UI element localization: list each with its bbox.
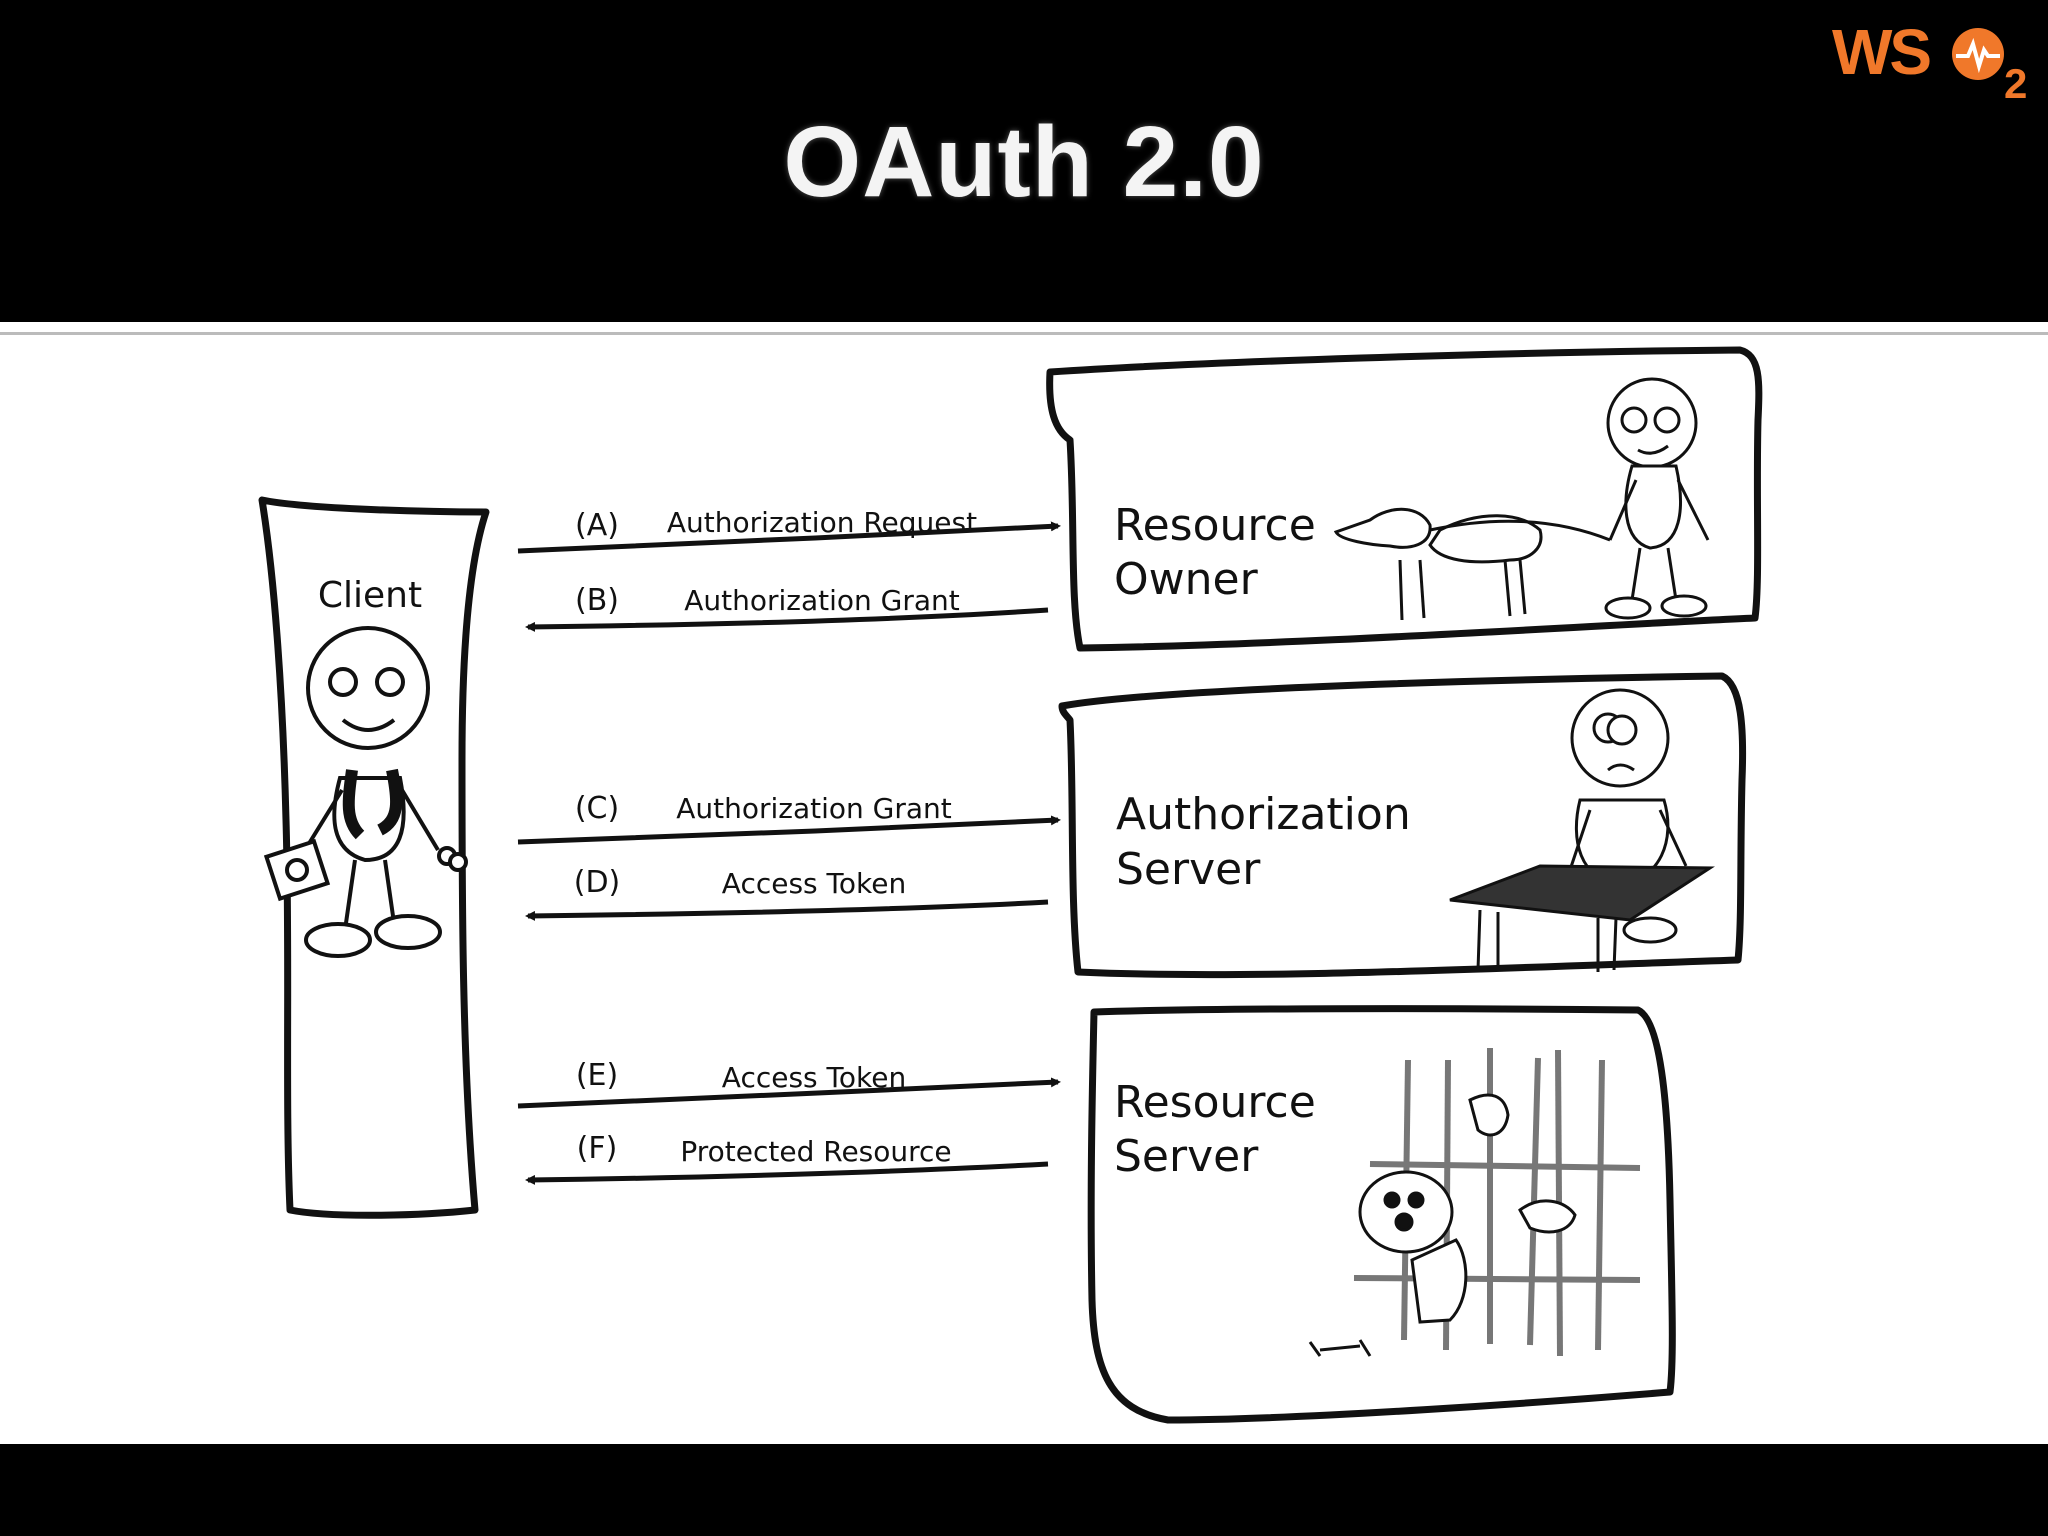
flow-d-step: (D)	[574, 865, 621, 900]
logo-o-circle	[1952, 28, 2004, 80]
client-label: Client	[318, 575, 422, 616]
flow-a-label: Authorization Request	[667, 506, 977, 539]
flow-d: (D) Access Token	[525, 865, 1049, 921]
flow-e-label: Access Token	[722, 1061, 906, 1094]
slide-header	[0, 0, 2048, 320]
resource-owner-box	[1046, 346, 1763, 652]
logo-ws-text: WS	[1832, 16, 1930, 88]
flow-b-arrow	[525, 607, 1049, 632]
resource-owner-label-line1: Resource	[1114, 500, 1316, 551]
wso2-logo: WS 2	[1832, 14, 2032, 107]
flow-c-arrow	[517, 815, 1061, 845]
slide-footer	[0, 1444, 2048, 1536]
client-figure-icon	[263, 626, 468, 958]
flow-f-step: (F)	[577, 1131, 618, 1166]
flow-e-arrow	[517, 1077, 1061, 1109]
resource-server-label-line2: Server	[1114, 1131, 1259, 1182]
flow-a-arrow	[517, 521, 1061, 554]
flow-b: (B) Authorization Grant	[525, 583, 1049, 632]
flow-c-step: (C)	[575, 791, 619, 826]
flow-a-step: (A)	[575, 508, 619, 543]
clerk-at-desk-icon	[1449, 688, 1715, 972]
flow-f-label: Protected Resource	[680, 1135, 951, 1168]
flow-d-arrow	[525, 899, 1049, 921]
flow-e: (E) Access Token	[517, 1058, 1061, 1109]
resource-server-label-line1: Resource	[1114, 1077, 1316, 1128]
flow-d-label: Access Token	[722, 867, 906, 900]
flow-b-step: (B)	[575, 583, 619, 618]
dogs-icon	[1308, 1093, 1577, 1357]
flow-c: (C) Authorization Grant	[517, 791, 1061, 845]
flow-a: (A) Authorization Request	[517, 506, 1061, 554]
flow-f: (F) Protected Resource	[525, 1131, 1049, 1185]
flow-c-label: Authorization Grant	[676, 792, 952, 825]
slide-title: OAuth 2.0	[783, 106, 1265, 218]
flow-e-step: (E)	[576, 1058, 618, 1093]
flow-f-arrow	[525, 1161, 1049, 1185]
owner-with-dog-icon	[1333, 377, 1710, 621]
authorization-server-label-line2: Server	[1116, 844, 1261, 895]
wso2-logo-graphic: WS 2	[1832, 16, 2027, 107]
logo-subscript-2: 2	[2004, 60, 2027, 100]
flow-b-label: Authorization Grant	[684, 584, 960, 617]
header-divider	[0, 332, 2048, 335]
authorization-server-label-line1: Authorization	[1116, 789, 1411, 840]
logo-pulse-icon	[1956, 37, 2000, 74]
resource-owner-label-line2: Owner	[1114, 554, 1259, 605]
